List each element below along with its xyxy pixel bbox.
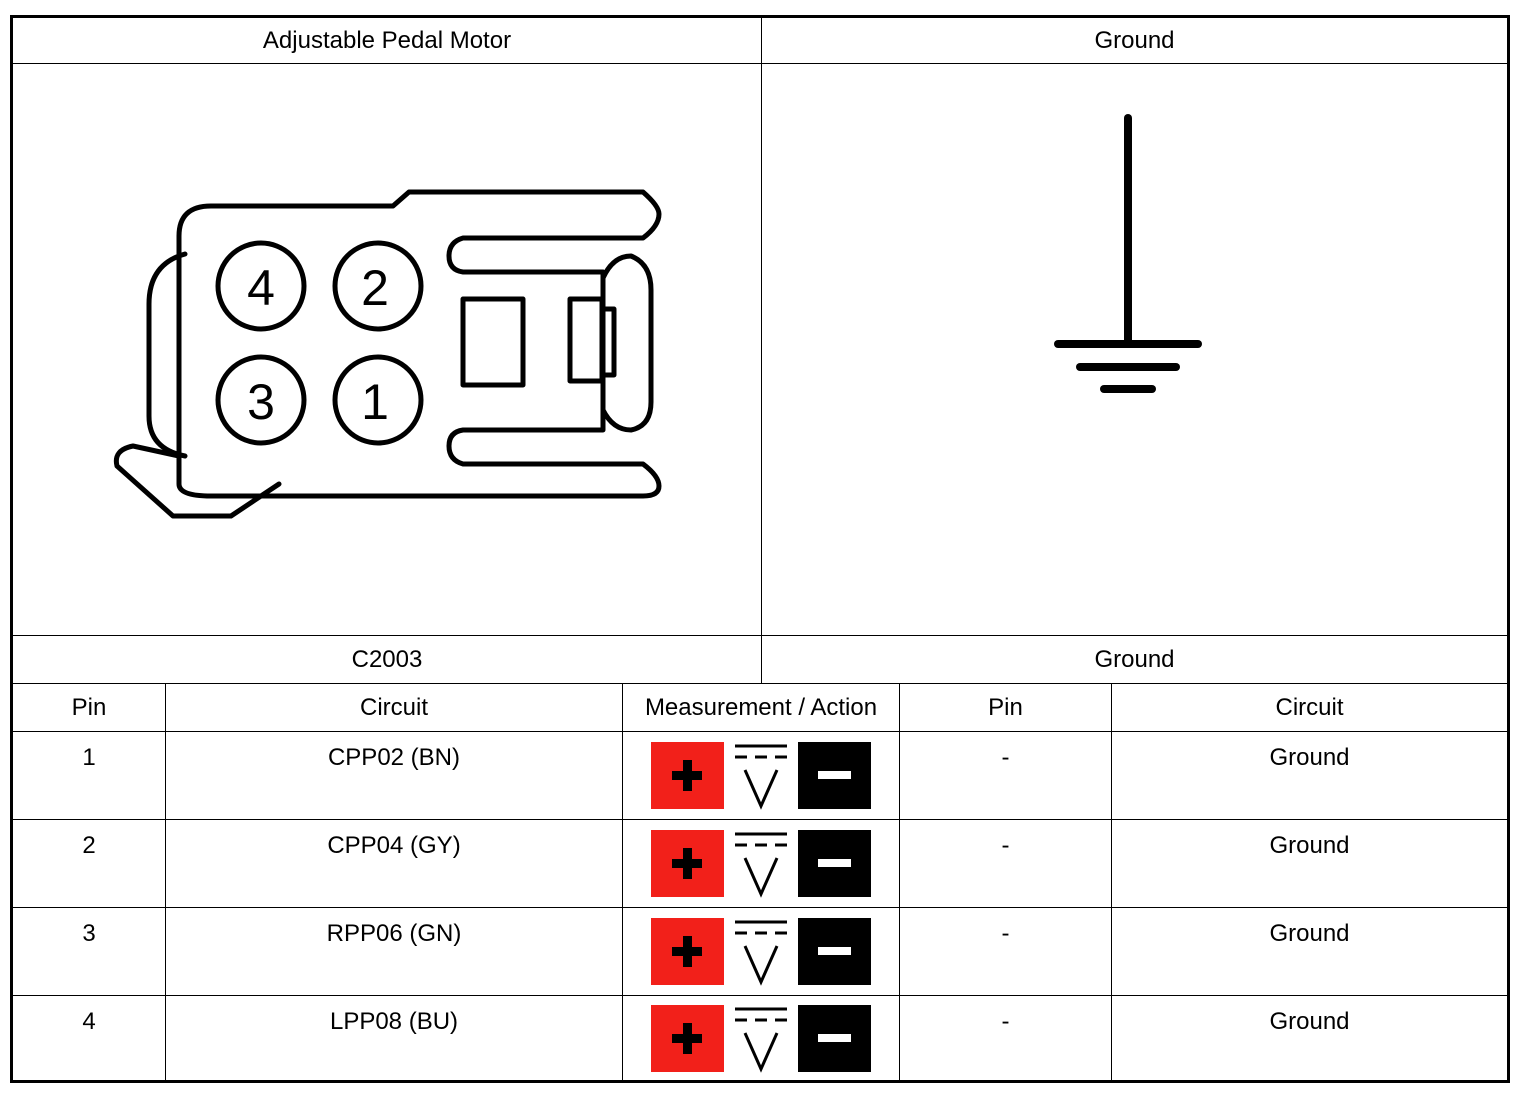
row-pin2-text: -: [1001, 1008, 1010, 1035]
table-row-2-pin2: -: [900, 820, 1111, 907]
grid-line: [13, 63, 1507, 64]
pinout-table-frame: [10, 15, 1510, 1083]
table-row-1-circuit: CPP02 (BN): [166, 732, 622, 819]
grid-line: [13, 683, 1507, 684]
row-circuit-text: RPP06 (GN): [326, 920, 462, 947]
col-header-circuit-text: Circuit: [359, 693, 428, 721]
grid-line: [761, 18, 762, 684]
negative-lead-icon: [798, 1005, 871, 1072]
table-row-2-circuit: CPP04 (GY): [166, 820, 622, 907]
connector-id: C2003: [13, 636, 761, 683]
grid-line: [13, 819, 1507, 820]
connector-title-text: Adjustable Pedal Motor: [262, 26, 512, 54]
volt-dc-icon: [733, 1005, 789, 1073]
negative-lead-icon: [798, 830, 871, 897]
ground-label-text: Ground: [1094, 645, 1175, 673]
table-row-1-circuit2: Ground: [1112, 732, 1507, 819]
pin-4-label: 4: [247, 260, 275, 316]
grid-line: [13, 731, 1507, 732]
dc-voltmeter-icon: [651, 830, 871, 898]
col-header-pin2: Pin: [900, 684, 1111, 731]
negative-lead-icon: [798, 742, 871, 809]
volt-dc-icon: [733, 830, 789, 898]
row-pin-text: 2: [82, 832, 96, 859]
grid-line: [165, 684, 166, 1081]
pin-1-label: 1: [361, 374, 389, 430]
connector-title: Adjustable Pedal Motor: [13, 18, 761, 63]
col-header-pin-text: Pin: [71, 693, 107, 721]
table-row-3-circuit: RPP06 (GN): [166, 908, 622, 995]
table-row-3-pin: 3: [13, 908, 165, 995]
connector-face-svg: 4 2 3 1: [113, 189, 662, 519]
positive-lead-icon: [651, 742, 724, 809]
table-row-2-circuit2: Ground: [1112, 820, 1507, 907]
row-circuit2-text: Ground: [1269, 832, 1350, 859]
grid-line: [622, 684, 623, 1081]
row-circuit2-text: Ground: [1269, 920, 1350, 947]
row-pin2-text: -: [1001, 744, 1010, 771]
row-pin-text: 3: [82, 920, 96, 947]
row-circuit-text: CPP04 (GY): [327, 832, 461, 859]
table-row-1-pin2: -: [900, 732, 1111, 819]
grid-line: [899, 684, 900, 1081]
col-header-pin: Pin: [13, 684, 165, 731]
row-circuit-text: LPP08 (BU): [329, 1008, 459, 1035]
connector-face-diagram: 4 2 3 1: [13, 64, 761, 635]
positive-lead-icon: [651, 918, 724, 985]
row-pin2-text: -: [1001, 920, 1010, 947]
row-pin-text: 1: [82, 744, 96, 771]
col-header-circuit2: Circuit: [1112, 684, 1507, 731]
grid-line: [13, 635, 1507, 636]
table-row-4-pin2: -: [900, 996, 1111, 1081]
ground-symbol-diagram: [762, 64, 1507, 635]
table-row-4-circuit2: Ground: [1112, 996, 1507, 1081]
col-header-circuit: Circuit: [166, 684, 622, 731]
table-row-4-circuit: LPP08 (BU): [166, 996, 622, 1081]
table-row-1-pin: 1: [13, 732, 165, 819]
pin-2-label: 2: [361, 260, 389, 316]
positive-lead-icon: [651, 1005, 724, 1072]
pin-3-label: 3: [247, 374, 275, 430]
grid-line: [13, 907, 1507, 908]
row-pin-text: 4: [82, 1008, 96, 1035]
ground-title: Ground: [762, 18, 1507, 63]
table-row-4-pin: 4: [13, 996, 165, 1081]
table-row-3-circuit2: Ground: [1112, 908, 1507, 995]
volt-dc-icon: [733, 918, 789, 986]
grid-line: [1111, 684, 1112, 1081]
positive-lead-icon: [651, 830, 724, 897]
col-header-measurement: Measurement / Action: [623, 684, 899, 731]
row-pin2-text: -: [1001, 832, 1010, 859]
volt-dc-icon: [733, 742, 789, 810]
ground-label: Ground: [762, 636, 1507, 683]
col-header-circuit2-text: Circuit: [1275, 693, 1344, 721]
dc-voltmeter-icon: [651, 1005, 871, 1073]
col-header-pin2-text: Pin: [988, 693, 1023, 721]
row-circuit2-text: Ground: [1269, 744, 1350, 771]
ground-title-text: Ground: [1094, 26, 1175, 54]
table-row-3-pin2: -: [900, 908, 1111, 995]
row-circuit2-text: Ground: [1269, 1008, 1350, 1035]
dc-voltmeter-icon: [651, 918, 871, 986]
row-circuit-text: CPP02 (BN): [327, 744, 461, 771]
ground-symbol-icon: [1054, 114, 1202, 393]
table-row-2-pin: 2: [13, 820, 165, 907]
grid-line: [13, 995, 1507, 996]
col-header-measurement-text: Measurement / Action: [644, 693, 878, 721]
connector-id-text: C2003: [351, 645, 423, 673]
negative-lead-icon: [798, 918, 871, 985]
dc-voltmeter-icon: [651, 742, 871, 810]
